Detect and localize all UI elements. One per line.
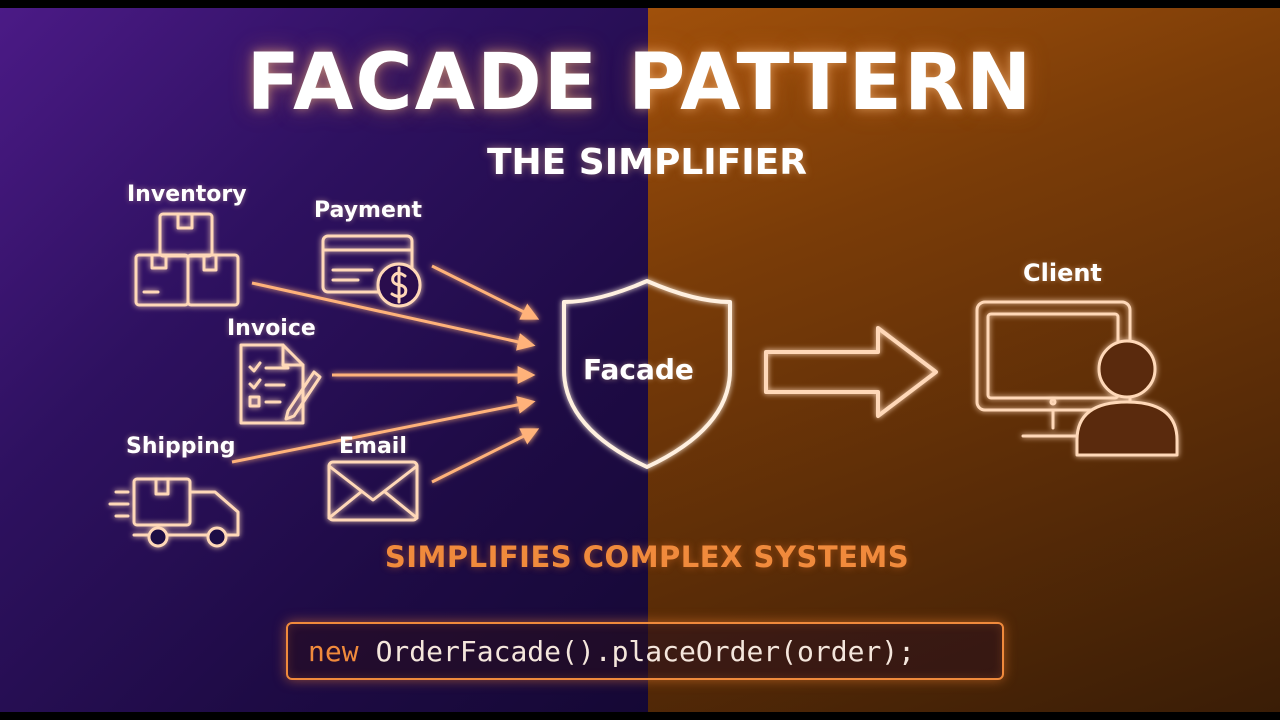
- label-facade: Facade: [583, 353, 694, 386]
- main-title: FACADE PATTERN: [246, 38, 1034, 128]
- boxes-icon: [134, 212, 240, 307]
- label-client: Client: [1023, 259, 1102, 287]
- invoice-icon: [239, 343, 322, 425]
- tagline: SIMPLIFIES COMPLEX SYSTEMS: [384, 540, 910, 574]
- arrow-email: [431, 428, 540, 484]
- arrow-inventory: [251, 281, 536, 351]
- code-call: OrderFacade().placeOrder(order);: [375, 634, 916, 668]
- label-shipping: Shipping: [126, 434, 236, 459]
- arrow-shipping: [231, 395, 536, 464]
- label-payment: Payment: [314, 198, 423, 223]
- letterbox-bottom: [0, 712, 1280, 720]
- label-inventory: Inventory: [127, 182, 247, 207]
- arrow-payment: [431, 264, 540, 320]
- shield-icon: [562, 279, 732, 469]
- connector-arrows: [231, 264, 540, 484]
- computer-user-icon: [975, 300, 1179, 457]
- truck-icon: [108, 477, 240, 548]
- credit-card-icon: [321, 234, 422, 308]
- code-keyword: new: [308, 634, 359, 668]
- code-snippet: new OrderFacade().placeOrder(order);: [286, 622, 1004, 680]
- orange-background: [648, 8, 1280, 712]
- label-email: Email: [339, 434, 407, 459]
- purple-background: [0, 8, 648, 712]
- label-invoice: Invoice: [227, 316, 316, 341]
- subtitle: THE SIMPLIFIER: [487, 142, 807, 183]
- envelope-icon: [327, 460, 419, 522]
- letterbox-top: [0, 0, 1280, 8]
- arrow-right-icon: [764, 326, 938, 418]
